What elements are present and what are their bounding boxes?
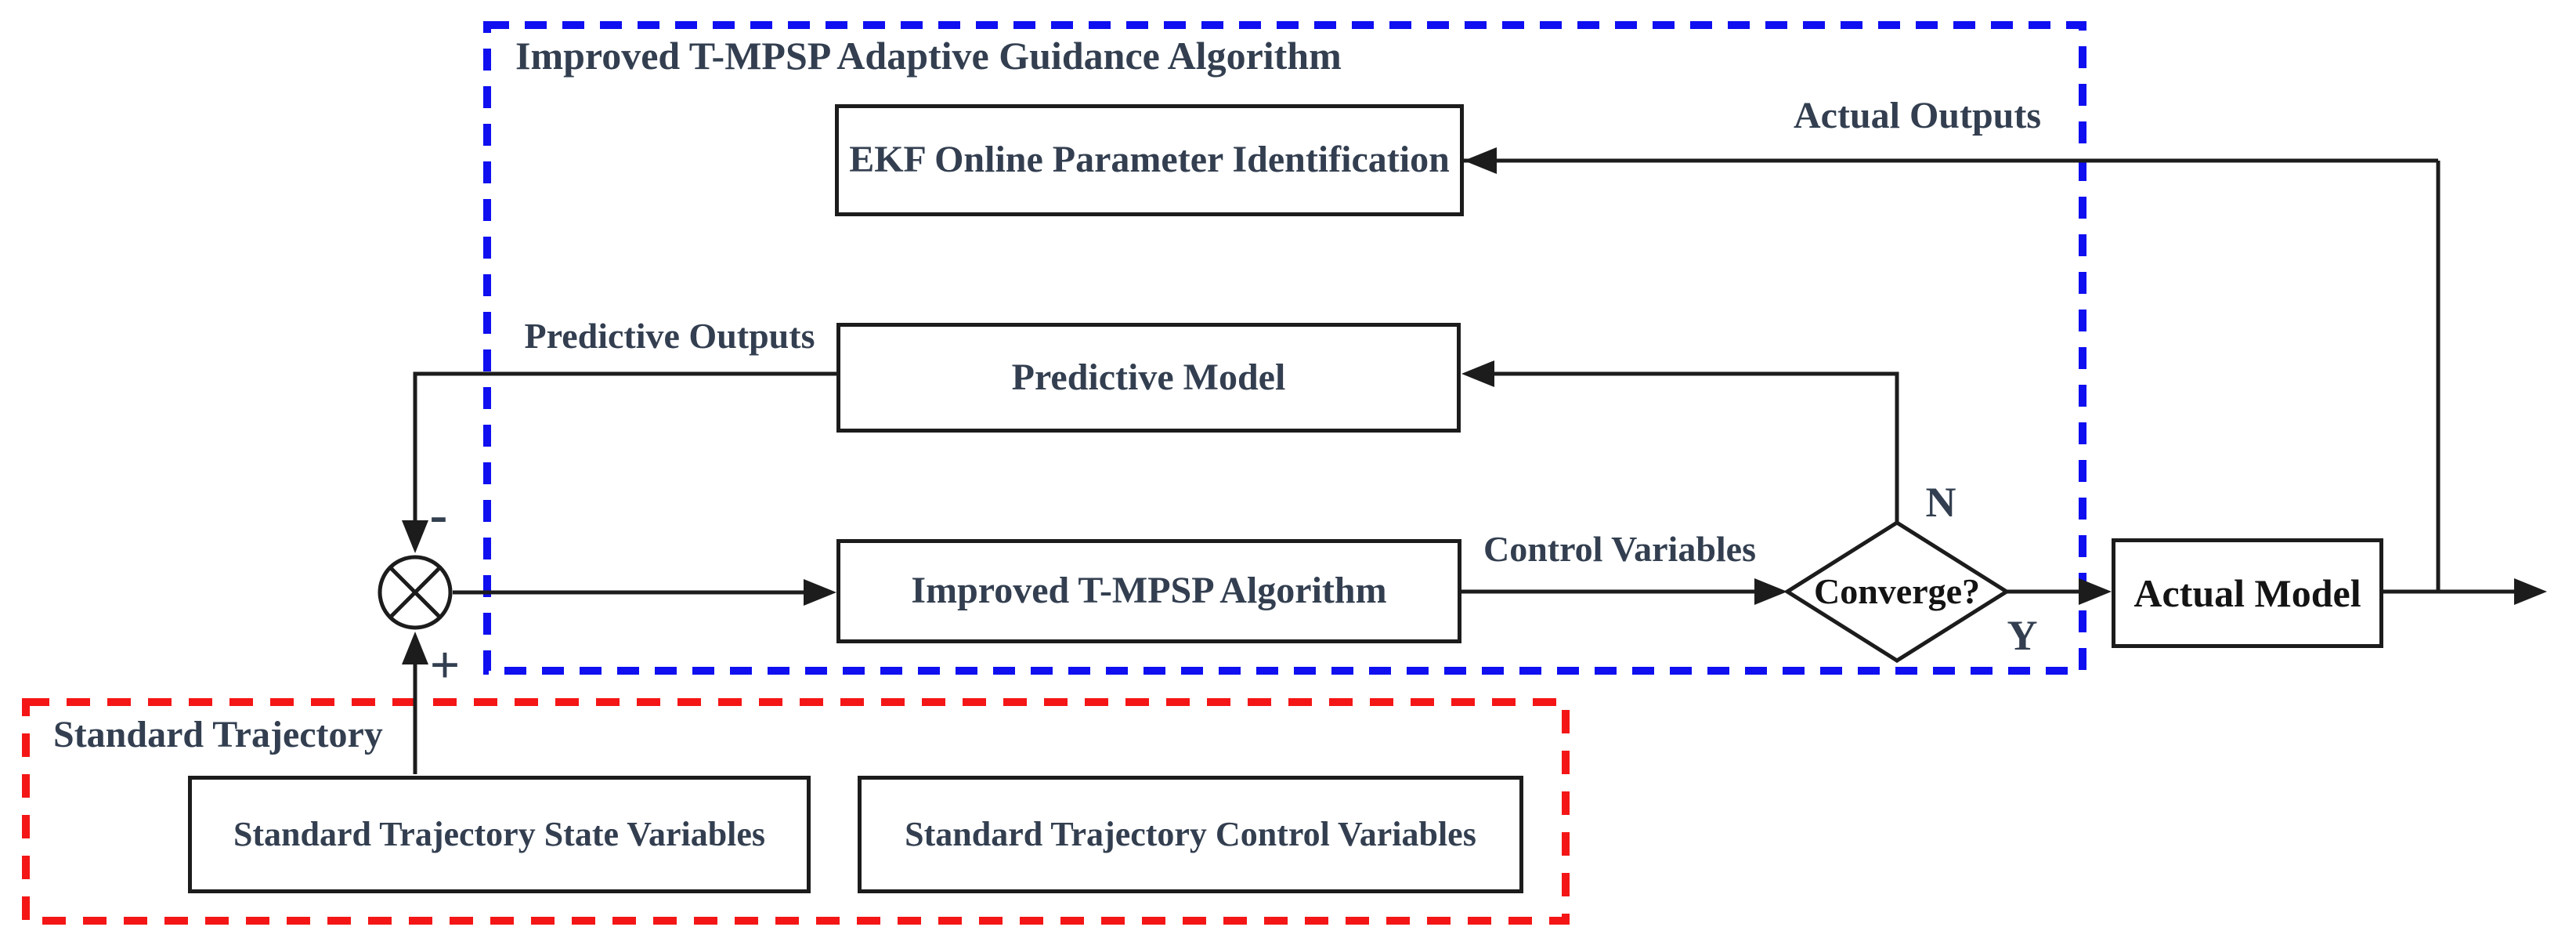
arrowhead-into-predictive-model (1461, 360, 1494, 387)
arrowhead-into-ekf (1464, 147, 1497, 174)
sum-sign-minus: - (429, 484, 448, 544)
algorithm-group-border (483, 21, 2086, 675)
algorithm-group-label: Improved T-MPSP Adaptive Guidance Algori… (515, 34, 1342, 78)
arrowhead-into-sum-bottom (402, 632, 428, 664)
sum-sign-plus: + (429, 635, 461, 694)
converge-diamond (1783, 520, 2011, 663)
node-std-control-vars-label: Standard Trajectory Control Variables (905, 814, 1476, 853)
edge-label-control-variables: Control Variables (1483, 529, 1757, 569)
node-actual-model-label: Actual Model (2133, 570, 2361, 615)
arrowhead-system-output (2514, 578, 2547, 605)
node-actual-model: Actual Model (2112, 538, 2383, 648)
edge-converge-n-to-predictive (1468, 371, 1899, 523)
summing-junction-icon (378, 555, 453, 630)
edge-label-predictive-outputs: Predictive Outputs (524, 316, 815, 356)
node-ekf-label: EKF Online Parameter Identification (849, 139, 1450, 181)
node-predictive-model: Predictive Model (836, 323, 1461, 433)
branch-label-no: N (1925, 479, 1956, 526)
arrowhead-into-tmpsp (804, 579, 836, 606)
standard-trajectory-group-label: Standard Trajectory (53, 714, 383, 755)
arrowheads (402, 147, 2547, 664)
arrowhead-into-converge (1754, 578, 1787, 605)
edge-predictive-outputs (413, 371, 838, 549)
node-std-state-vars-label: Standard Trajectory State Variables (233, 814, 766, 853)
standard-trajectory-group-border (22, 698, 1570, 925)
connector-lines (413, 158, 2541, 774)
arrowhead-into-sum-top (402, 520, 428, 553)
node-std-state-vars: Standard Trajectory State Variables (188, 776, 811, 893)
edge-label-actual-outputs: Actual Outputs (1793, 95, 2042, 136)
node-improved-tmpsp-label: Improved T-MPSP Algorithm (911, 570, 1387, 612)
node-predictive-model-label: Predictive Model (1011, 356, 1286, 398)
node-converge-label: Converge? (1813, 571, 1981, 611)
arrowhead-into-actual-model (2079, 578, 2112, 605)
node-improved-tmpsp: Improved T-MPSP Algorithm (836, 539, 1461, 643)
branch-label-yes: Y (2007, 612, 2038, 659)
node-std-control-vars: Standard Trajectory Control Variables (858, 776, 1523, 893)
node-ekf: EKF Online Parameter Identification (835, 104, 1464, 216)
